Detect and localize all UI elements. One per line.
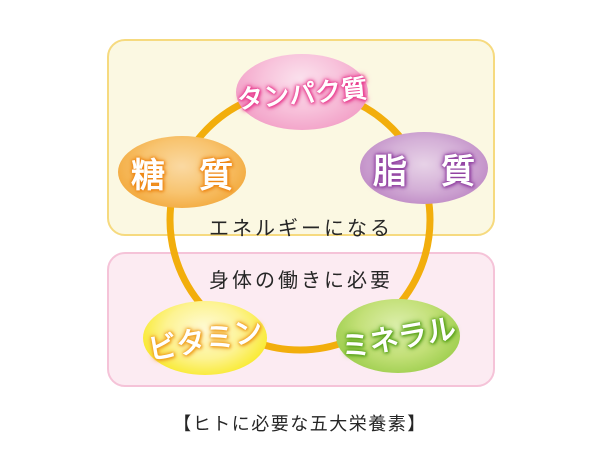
nutrient-carbohydrate: 糖 質: [118, 136, 246, 208]
nutrient-carbohydrate-label: 糖 質: [131, 156, 233, 195]
nutrient-lipid: 脂 質: [360, 132, 488, 204]
nutrient-lipid-label: 脂 質: [373, 152, 475, 191]
nutrient-vitamin-label: ビタミン: [145, 315, 266, 367]
nutrient-mineral-label: ミネラル: [338, 313, 459, 365]
body-function-group-label: 身体の働きに必要: [209, 270, 393, 292]
diagram-caption: 【ヒトに必要な五大栄養素】: [173, 414, 427, 434]
nutrient-protein: タンパク質: [236, 54, 368, 130]
nutrient-vitamin: ビタミン: [143, 301, 267, 375]
energy-group-label: エネルギーになる: [209, 218, 393, 240]
nutrient-mineral: ミネラル: [336, 299, 460, 373]
nutrient-protein-label: タンパク質: [236, 72, 369, 115]
